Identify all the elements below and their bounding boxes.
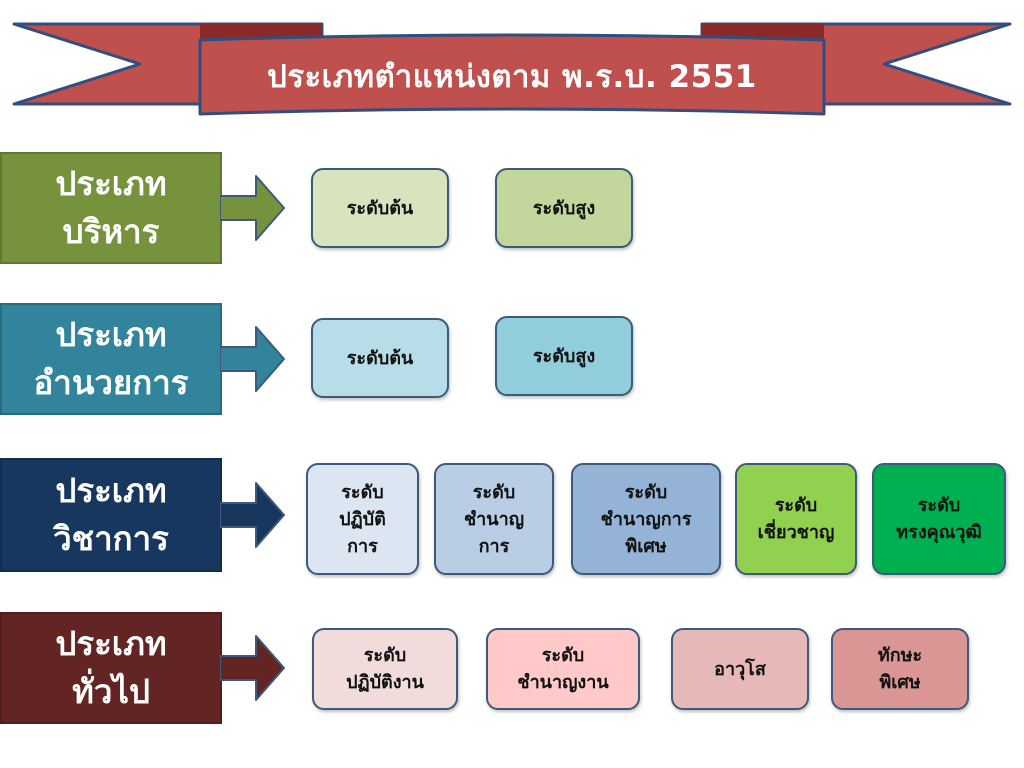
- category-label-line2: อำนวยการ: [33, 363, 189, 402]
- level-label: ระดับ: [363, 645, 407, 666]
- level-label: ชำนาญการ: [600, 508, 692, 530]
- level-label: ระดับ: [774, 495, 818, 516]
- level-label: เชี่ยวชาญ: [757, 522, 835, 543]
- level-box-executive: ระดับสูง: [495, 168, 633, 248]
- category-label-line1: ประเภท: [55, 164, 167, 203]
- category-general: ประเภททั่วไป: [0, 612, 222, 724]
- level-label: ปฏิบัติ: [339, 508, 386, 530]
- category-label-line1: ประเภท: [55, 315, 167, 354]
- level-box-director: ระดับสูง: [495, 316, 633, 396]
- level-label: ระดับ: [624, 481, 668, 503]
- arrow-right-icon: [220, 326, 285, 392]
- level-box-general: ทักษะพิเศษ: [831, 628, 969, 710]
- level-label: ทักษะ: [877, 645, 923, 666]
- arrow-right-icon: [220, 635, 285, 701]
- level-box-general: อาวุโส: [671, 628, 809, 710]
- level-label: พิเศษ: [879, 672, 921, 693]
- category-label-line2: บริหาร: [62, 212, 160, 251]
- level-box-academic: ระดับชำนาญการพิเศษ: [571, 463, 721, 575]
- level-label: การ: [347, 535, 378, 557]
- level-label: ระดับสูง: [532, 345, 596, 367]
- category-label-line1: ประเภท: [55, 471, 167, 510]
- level-box-general: ระดับชำนาญงาน: [486, 628, 640, 710]
- level-box-general: ระดับปฏิบัติงาน: [312, 628, 458, 710]
- level-label: ปฏิบัติงาน: [346, 672, 424, 693]
- page-title: ประเภทตำแหน่งตาม พ.ร.บ. 2551: [267, 59, 757, 95]
- category-director: ประเภทอำนวยการ: [0, 303, 222, 415]
- title-ribbon: [12, 22, 1012, 116]
- level-label: ระดับต้น: [346, 197, 414, 219]
- level-label: ระดับ: [541, 645, 585, 666]
- level-label: การ: [478, 535, 510, 557]
- arrow-right-icon: [220, 482, 285, 548]
- level-label: ชำนาญ: [463, 508, 525, 530]
- category-academic: ประเภทวิชาการ: [0, 458, 222, 572]
- category-label-line2: วิชาการ: [53, 519, 169, 558]
- category-label-line1: ประเภท: [55, 624, 167, 663]
- level-label: อาวุโส: [714, 658, 766, 680]
- level-label: ระดับ: [917, 495, 961, 516]
- level-box-academic: ระดับทรงคุณวุฒิ: [872, 463, 1006, 575]
- level-label: ระดับ: [472, 481, 516, 503]
- level-label: พิเศษ: [625, 535, 667, 557]
- ribbon-main-band: [198, 33, 826, 116]
- arrow-right-icon: [220, 175, 285, 241]
- level-label: ระดับต้น: [346, 347, 414, 369]
- level-box-academic: ระดับชำนาญการ: [434, 463, 554, 575]
- level-box-academic: ระดับเชี่ยวชาญ: [735, 463, 857, 575]
- level-label: ระดับสูง: [532, 197, 596, 219]
- level-box-executive: ระดับต้น: [311, 168, 449, 248]
- level-box-director: ระดับต้น: [311, 318, 449, 398]
- level-label: ชำนาญงาน: [517, 672, 609, 693]
- level-box-academic: ระดับปฏิบัติการ: [306, 463, 419, 575]
- category-label-line2: ทั่วไป: [72, 672, 150, 711]
- category-executive: ประเภทบริหาร: [0, 152, 222, 264]
- level-label: ระดับ: [341, 481, 384, 503]
- level-label: ทรงคุณวุฒิ: [896, 522, 982, 543]
